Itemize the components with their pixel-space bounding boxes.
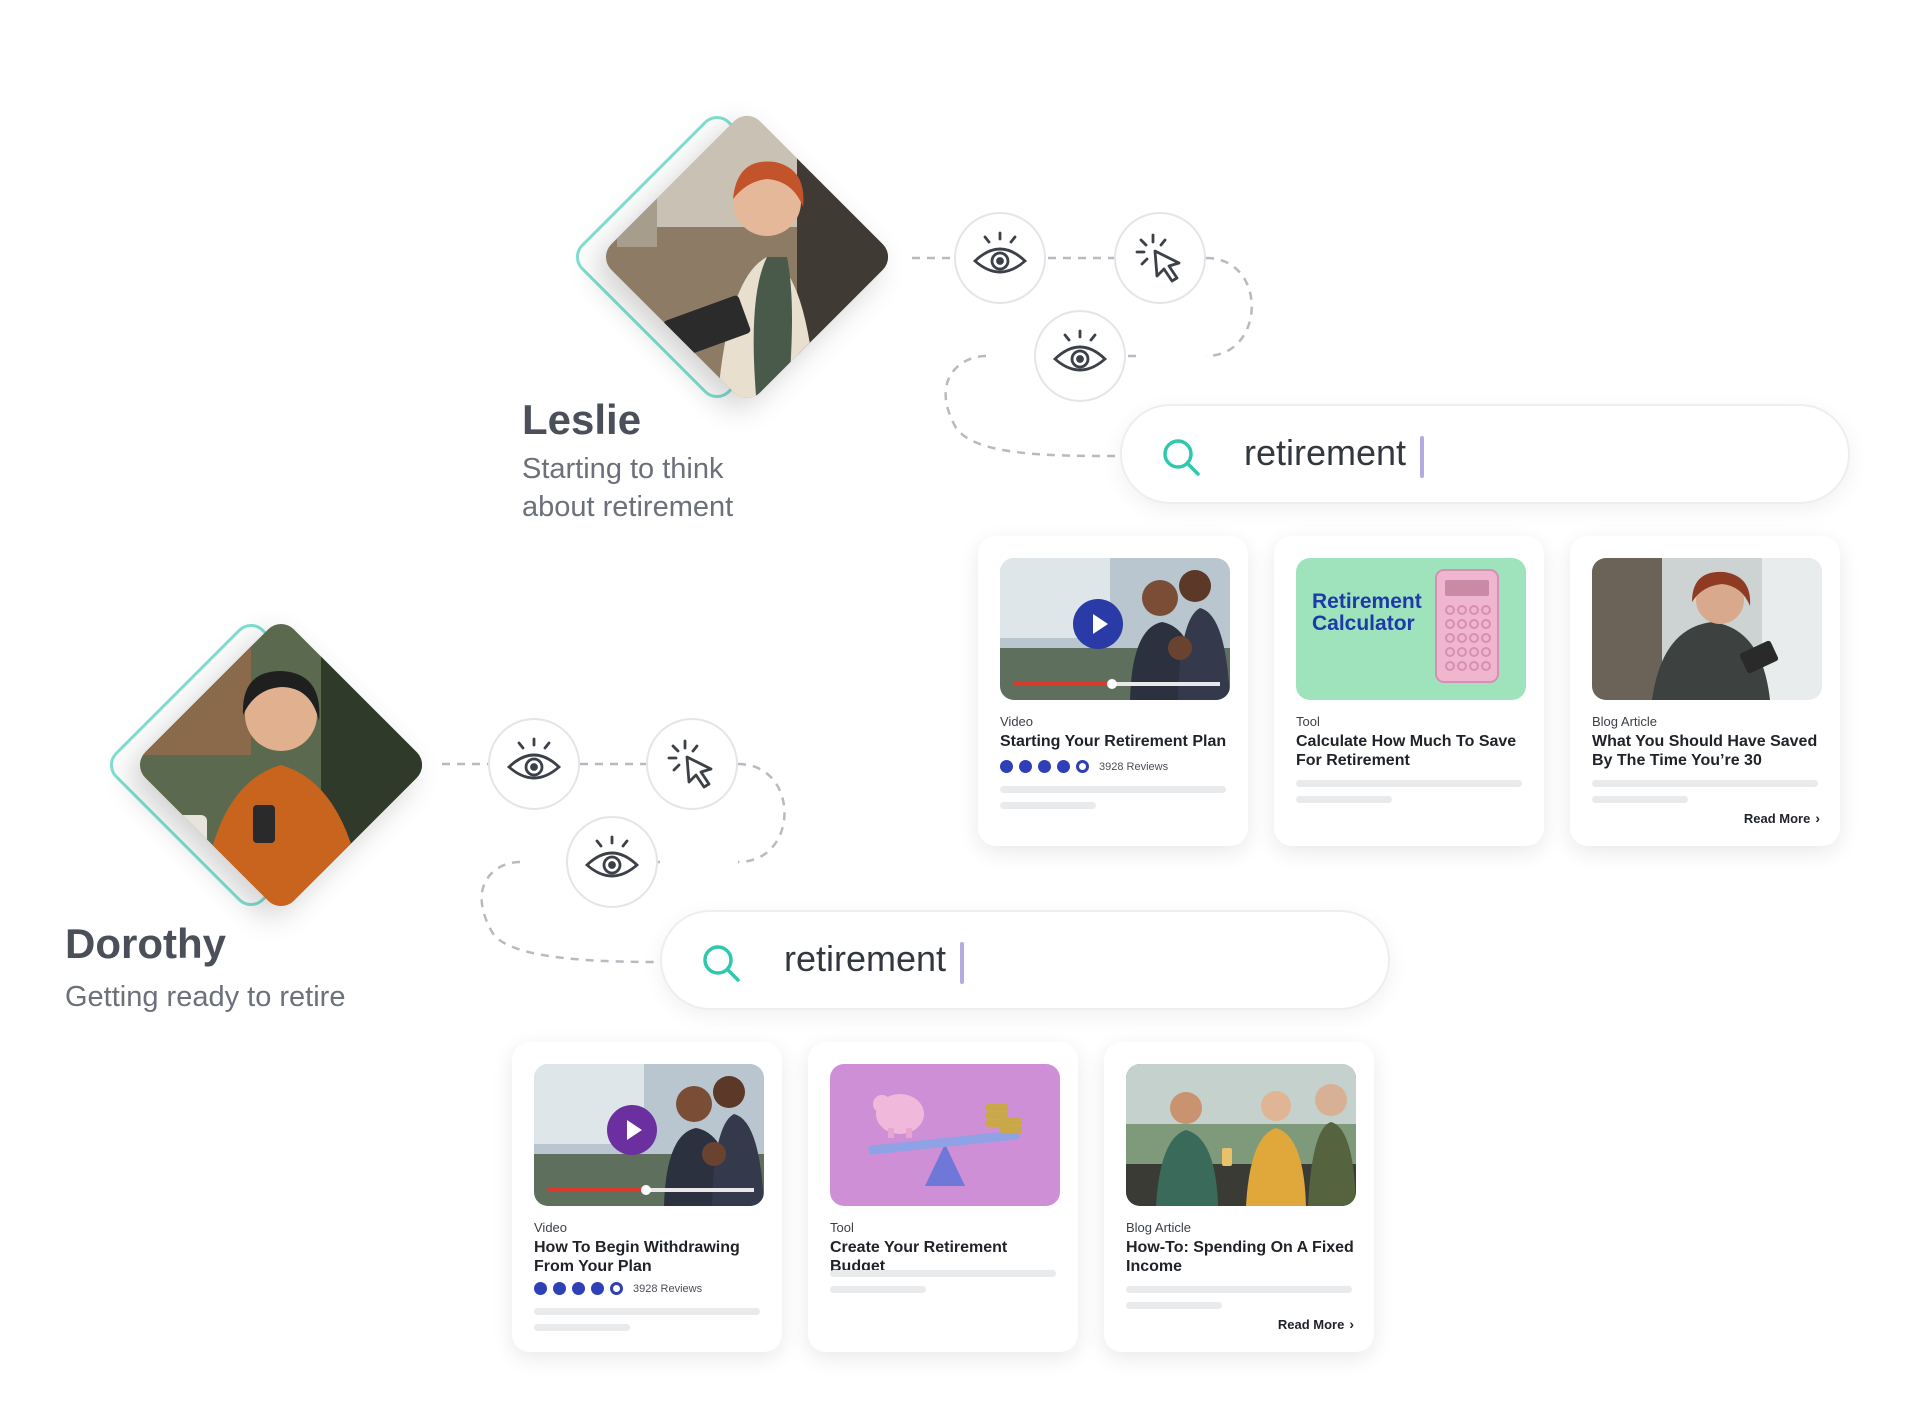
rating-dot <box>1038 760 1051 773</box>
persona-description-line: about retirement <box>522 491 734 523</box>
card-type: Tool <box>1296 714 1320 729</box>
rating-dot <box>1000 760 1013 773</box>
content-card-video[interactable]: Video How To Begin Withdrawing From Your… <box>512 1042 782 1352</box>
search-bar-dorothy[interactable]: retirement <box>660 910 1390 1010</box>
placeholder-line <box>1126 1302 1222 1309</box>
video-thumbnail[interactable] <box>534 1064 764 1206</box>
review-count: 3928 Reviews <box>1099 760 1169 773</box>
placeholder-line <box>1296 796 1392 803</box>
content-card-video[interactable]: Video Starting Your Retirement Plan 3928… <box>978 536 1248 846</box>
placeholder-line <box>1592 796 1688 803</box>
eye-icon <box>584 835 640 878</box>
card-type: Video <box>1000 714 1034 729</box>
click-step <box>1114 212 1206 304</box>
card-type: Video <box>534 1220 568 1235</box>
cursor-click-icon <box>667 739 713 789</box>
view-step <box>566 816 658 908</box>
rating-dot-empty <box>610 1282 623 1295</box>
placeholder-line <box>1000 802 1096 809</box>
click-step <box>646 718 738 810</box>
read-more-label: Read More <box>1743 810 1811 826</box>
eye-icon <box>506 737 562 780</box>
chevron-right-icon: › <box>1349 1316 1354 1332</box>
view-step <box>1034 310 1126 402</box>
rating-dot-empty <box>1076 760 1089 773</box>
persona-name: Leslie <box>522 396 642 443</box>
content-card-tool[interactable]: Retirement Calculator Tool Calculate How… <box>1274 536 1544 846</box>
persona-name: Dorothy <box>65 920 226 967</box>
text-cursor <box>1420 436 1424 478</box>
rating-dot <box>534 1282 547 1295</box>
search-query: retirement <box>1244 432 1407 473</box>
eye-icon <box>1052 329 1108 372</box>
placeholder-line <box>830 1270 1056 1277</box>
cursor-click-icon <box>1135 233 1181 283</box>
star-rating: 3928 Reviews <box>534 1282 702 1295</box>
thumbnail-heading: Calculator <box>1312 612 1415 635</box>
dorothy-photo <box>132 616 430 914</box>
view-step <box>954 212 1046 304</box>
card-type: Tool <box>830 1220 854 1235</box>
content-card-article[interactable]: Blog Article How-To: Spending On A Fixed… <box>1104 1042 1374 1352</box>
read-more-label: Read More <box>1277 1316 1345 1332</box>
card-title[interactable]: Starting Your Retirement Plan <box>1000 733 1227 750</box>
rating-dot <box>1057 760 1070 773</box>
card-title[interactable]: How To Begin Withdrawing From Your Plan <box>534 1239 740 1275</box>
text-cursor <box>960 942 964 984</box>
review-count: 3928 Reviews <box>633 1282 703 1295</box>
leslie-photo <box>598 108 896 406</box>
search-icon <box>1163 439 1200 476</box>
placeholder-line <box>1126 1286 1352 1293</box>
play-icon[interactable] <box>606 1104 658 1156</box>
star-rating: 3928 Reviews <box>1000 760 1168 773</box>
placeholder-line <box>534 1324 630 1331</box>
rating-dot <box>1019 760 1032 773</box>
rating-dot <box>553 1282 566 1295</box>
eye-icon <box>972 231 1028 274</box>
article-thumbnail[interactable] <box>1592 558 1822 700</box>
card-type: Blog Article <box>1126 1220 1192 1235</box>
play-icon[interactable] <box>1072 598 1124 650</box>
placeholder-line <box>1592 780 1818 787</box>
read-more-link[interactable]: Read More › <box>1744 810 1820 826</box>
thumbnail-heading: Retirement <box>1312 590 1422 613</box>
placeholder-line <box>830 1286 926 1293</box>
card-type: Blog Article <box>1592 714 1658 729</box>
rating-dot <box>572 1282 585 1295</box>
content-card-tool[interactable]: Tool Create Your Retirement Budget <box>808 1042 1078 1352</box>
persona-description-line: Starting to think <box>522 453 724 485</box>
chevron-right-icon: › <box>1815 810 1820 826</box>
search-bar-leslie[interactable]: retirement <box>1120 404 1850 504</box>
persona-description-line: Getting ready to retire <box>65 981 346 1013</box>
rating-dot <box>591 1282 604 1295</box>
content-card-article[interactable]: Blog Article What You Should Have Saved … <box>1570 536 1840 846</box>
card-title[interactable]: How-To: Spending On A Fixed Income <box>1126 1239 1354 1275</box>
search-icon <box>703 945 740 982</box>
placeholder-line <box>1296 780 1522 787</box>
card-title[interactable]: Calculate How Much To Save For Retiremen… <box>1296 733 1517 769</box>
placeholder-line <box>1000 786 1226 793</box>
article-thumbnail[interactable] <box>1126 1064 1356 1206</box>
card-title[interactable]: What You Should Have Saved By The Time Y… <box>1592 733 1818 769</box>
read-more-link[interactable]: Read More › <box>1278 1316 1354 1332</box>
piggy-bank-thumbnail[interactable] <box>830 1064 1060 1206</box>
calculator-thumbnail[interactable]: Retirement Calculator <box>1296 558 1526 700</box>
video-thumbnail[interactable] <box>1000 558 1230 700</box>
view-step <box>488 718 580 810</box>
search-query: retirement <box>784 938 947 979</box>
placeholder-line <box>534 1308 760 1315</box>
